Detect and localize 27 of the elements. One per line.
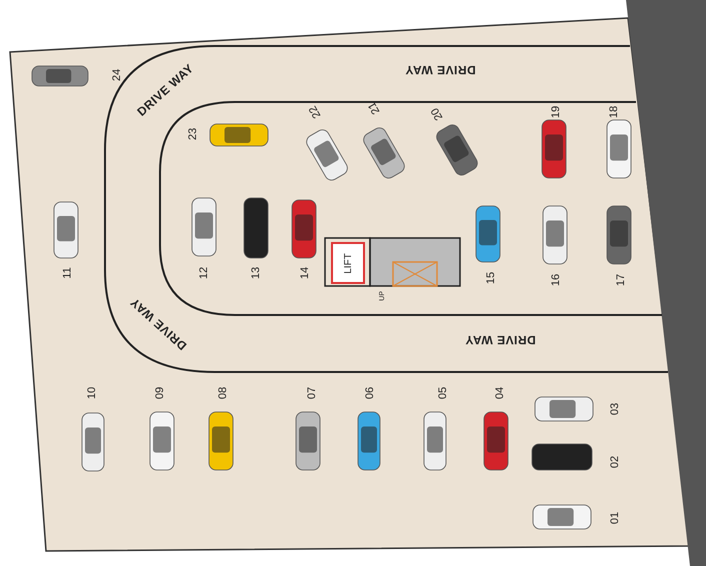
- bay-number: 09: [154, 386, 166, 400]
- lift-box: LIFT: [331, 242, 365, 284]
- bay-number: 14: [299, 266, 312, 280]
- bay-number: 18: [608, 106, 620, 118]
- bay-number: 04: [494, 386, 506, 400]
- bay-number: 05: [437, 386, 450, 400]
- bay-number: 08: [217, 386, 230, 400]
- bay-number: 17: [615, 274, 628, 286]
- bay-number: 13: [250, 266, 262, 280]
- bay-number: 23: [187, 128, 200, 140]
- bay-number: 12: [198, 266, 210, 280]
- bay-number: 16: [550, 274, 562, 286]
- bay-number: 10: [86, 386, 98, 400]
- bay-number: 19: [550, 106, 562, 118]
- bay-number: 22: [306, 104, 324, 120]
- bay-number: 21: [366, 100, 382, 116]
- bay-number: 07: [306, 386, 318, 400]
- bay-number: 11: [61, 267, 74, 279]
- bay-number: 02: [609, 456, 622, 468]
- bay-number: 03: [609, 402, 622, 416]
- bay-number: 01: [609, 512, 622, 524]
- bay-number: 15: [485, 272, 498, 284]
- driveway-label: DRIVE WAY: [404, 64, 476, 76]
- bay-number: 24: [111, 68, 124, 82]
- bay-number: 20: [428, 106, 446, 122]
- bay-number: 06: [364, 386, 376, 400]
- driveway-label: DRIVE WAY: [464, 334, 536, 346]
